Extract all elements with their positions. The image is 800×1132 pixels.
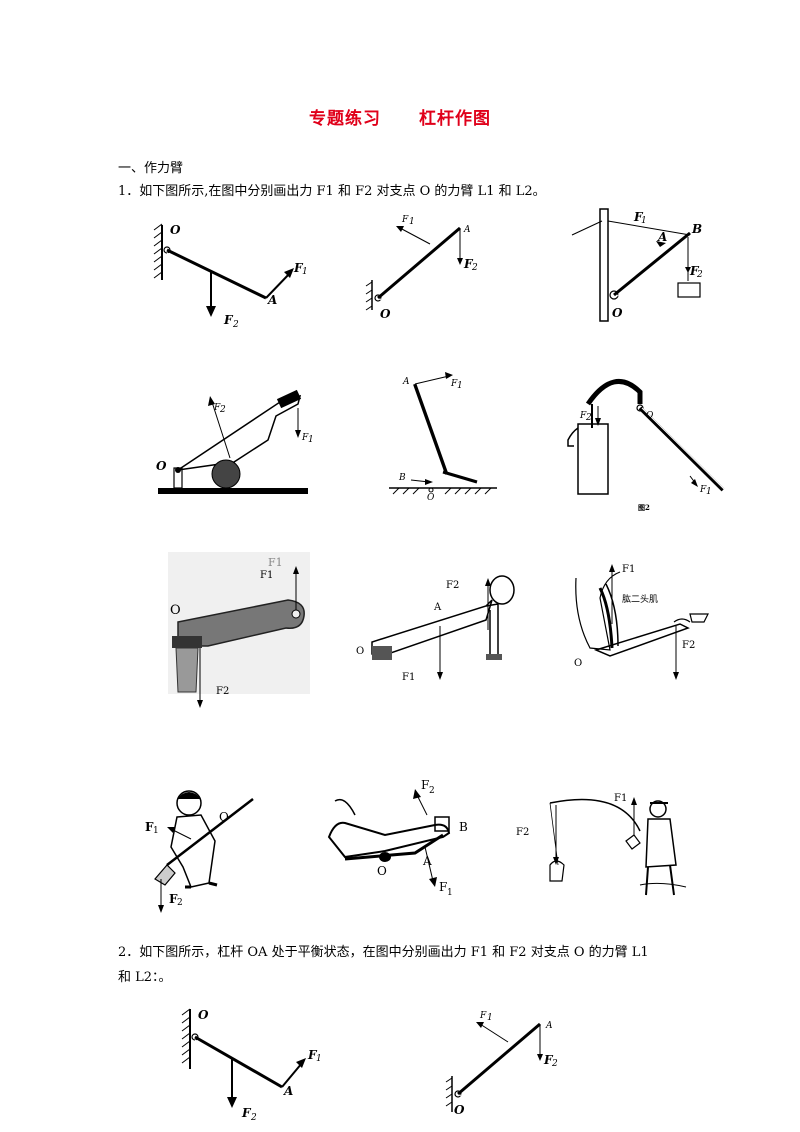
label-f2-sub: 2 — [585, 413, 592, 423]
label-f1: F — [145, 820, 154, 834]
label-f1: F1 — [614, 793, 627, 804]
label-b: B — [398, 473, 406, 483]
label-f1-sub: 1 — [457, 381, 463, 391]
label-f1-sub: 1 — [316, 1054, 322, 1064]
label-f2: F — [241, 1106, 252, 1120]
label-f1: F — [633, 210, 644, 224]
figure-pry-bar: A F 1 B O — [389, 372, 497, 503]
title-part1: 专题练习 — [309, 109, 381, 129]
label-o: O — [380, 307, 391, 321]
label-o: O — [377, 864, 387, 878]
figure-knife-cutter: F 2 F 1 O — [156, 389, 314, 494]
label-f2-sub: 2 — [471, 263, 478, 273]
label-f1-sub: 1 — [641, 216, 647, 226]
figure-q2-wall-lever: O F 1 A F 2 — [181, 1008, 322, 1123]
label-f1: F — [439, 880, 447, 894]
figure-shovel-worker: F 1 F 2 O — [145, 790, 254, 913]
label-f2: F — [223, 313, 234, 327]
title-part2: 杠杆作图 — [419, 109, 491, 129]
figure-wall-lever: O F 1 A F 2 — [153, 223, 308, 330]
figure-q2-inclined-lever: F 1 A F 2 O — [445, 1011, 558, 1117]
label-muscle: 肱二头肌 — [622, 594, 658, 605]
label-f2: F — [421, 778, 429, 792]
label-f2: F — [689, 264, 700, 278]
label-o: O — [219, 810, 229, 824]
label-f2: F — [579, 411, 587, 421]
section-heading: 一、作力臂 — [118, 161, 184, 176]
label-o: O — [646, 411, 654, 421]
figure-crane-lever: F 1 A B F 2 O — [571, 208, 703, 322]
label-f2: F — [543, 1053, 554, 1067]
label-f2-sub: 2 — [429, 786, 435, 796]
label-f2: F — [463, 257, 474, 271]
label-f1-sub: 1 — [487, 1013, 493, 1023]
label-o: O — [356, 646, 364, 657]
figure-push-up: F2 A O F1 — [356, 575, 515, 683]
label-f1-sub: 1 — [153, 826, 159, 836]
label-o: O — [574, 658, 582, 669]
label-a: A — [433, 602, 442, 613]
figure-foot-pedal: F 2 B A O F 1 — [327, 778, 468, 898]
page-title: 专题练习 杠杆作图 — [0, 104, 800, 129]
label-a: A — [402, 377, 410, 387]
figure-2-caption: 图2 — [638, 503, 650, 512]
label-f2-sub: 2 — [232, 320, 239, 330]
label-f1-sub: 1 — [409, 217, 415, 227]
figure-inclined-lever: F 1 A F 2 O — [365, 215, 478, 321]
label-o: O — [198, 1008, 209, 1022]
label-f2-sub: 2 — [250, 1113, 257, 1123]
label-f1: F1 — [402, 672, 415, 683]
label-f2: F — [169, 892, 178, 906]
label-f2: F2 — [446, 580, 459, 591]
label-o: O — [170, 603, 181, 618]
label-a: A — [283, 1084, 293, 1098]
label-f2: F — [213, 403, 221, 413]
label-o: O — [156, 459, 167, 473]
label-f1-sub: 1 — [447, 888, 453, 898]
label-f1: F — [301, 433, 309, 443]
label-a: A — [463, 225, 471, 235]
label-f2: F2 — [216, 686, 229, 697]
label-f1: F — [699, 485, 707, 495]
figure-water-pump: F 2 O F 1 图2 — [567, 379, 726, 512]
label-a: A — [657, 230, 667, 244]
label-b: B — [459, 820, 468, 834]
label-f1: F — [293, 261, 304, 275]
label-f1: F — [401, 215, 409, 225]
question-2-text-line2: 和 L2：。 — [118, 970, 172, 985]
label-f1-sub: 1 — [706, 487, 712, 497]
figure-wrench-photo: F1 F1 O F2 — [168, 552, 310, 708]
label-o: O — [170, 223, 181, 237]
label-f1-faded: F1 — [268, 556, 283, 569]
label-f1: F — [479, 1011, 487, 1021]
label-f2: F2 — [682, 640, 695, 651]
label-f1: F — [307, 1048, 318, 1062]
label-o: O — [427, 493, 435, 503]
label-f1: F — [450, 379, 458, 389]
label-o: O — [454, 1103, 465, 1117]
label-f1-sub: 1 — [302, 267, 308, 277]
figure-biceps-arm: F1 肱二头肌 O F2 — [574, 564, 709, 680]
label-f1-sub: 1 — [308, 435, 314, 445]
label-f2-sub: 2 — [551, 1059, 558, 1069]
label-f2-sub: 2 — [696, 270, 703, 280]
label-b: B — [691, 222, 702, 236]
label-f1: F1 — [622, 564, 635, 575]
label-o: O — [612, 306, 623, 320]
question-2-text-line1: 2．如下图所示，杠杆 OA 处于平衡状态，在图中分别画出力 F1 和 F2 对支… — [118, 945, 649, 960]
label-f2-sub: 2 — [177, 898, 183, 908]
label-a: A — [545, 1021, 553, 1031]
question-1-text: 1．如下图所示,在图中分别画出力 F1 和 F2 对支点 O 的力臂 L1 和 … — [118, 184, 546, 199]
label-a: A — [422, 854, 432, 868]
label-a: A — [267, 293, 277, 307]
label-f2-sub: 2 — [219, 405, 226, 415]
label-f1: F1 — [260, 570, 273, 581]
figure-fisherman: F1 F2 — [516, 793, 687, 896]
label-f2: F2 — [516, 827, 529, 838]
